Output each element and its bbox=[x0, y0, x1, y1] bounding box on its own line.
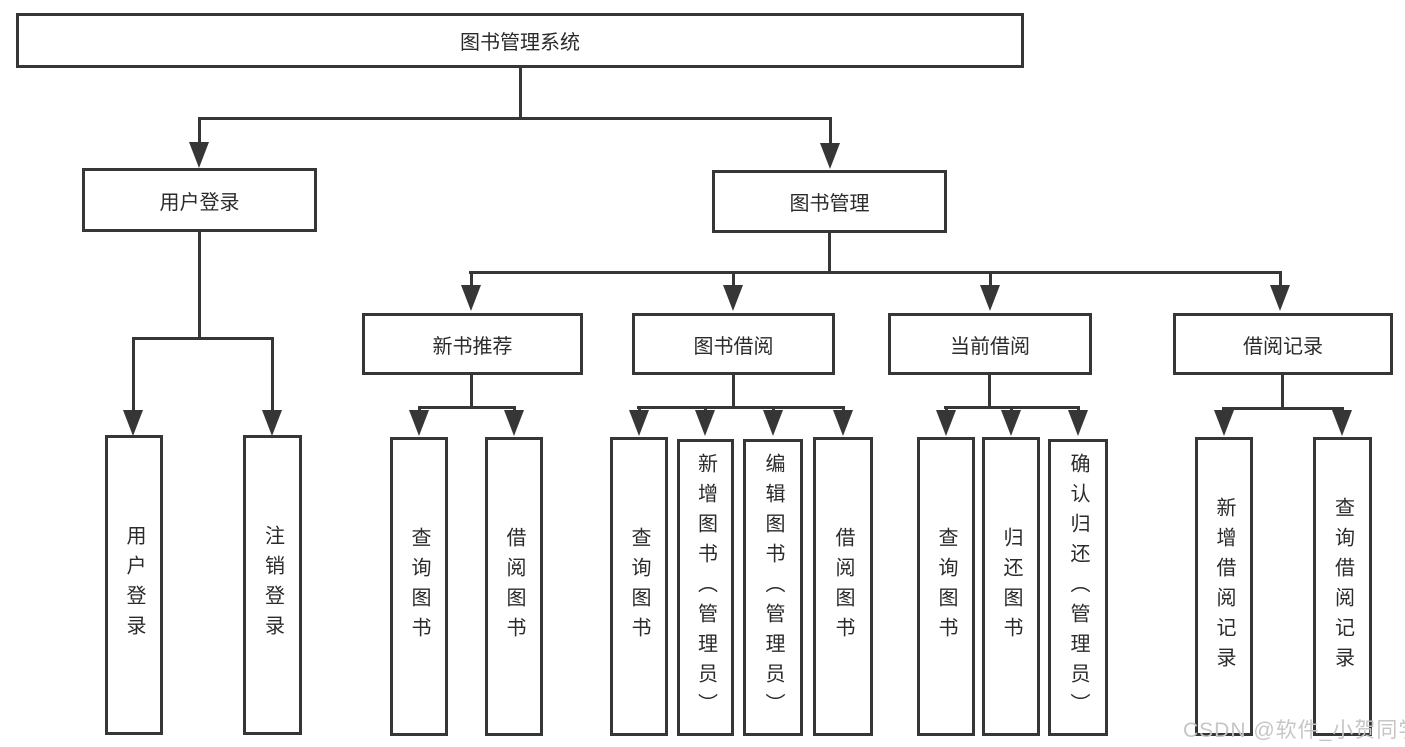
connector-arrow-down-book-borrowing bbox=[723, 271, 743, 311]
leaf-cb-confirm-return-admin: 确认归还（管理员） bbox=[1048, 439, 1108, 736]
node-book-borrowing-label: 图书借阅 bbox=[693, 335, 774, 358]
leaf-bb-borrow-book-label: 借阅图书 bbox=[832, 526, 854, 647]
leaf-cb-query-book: 查询图书 bbox=[917, 437, 975, 736]
node-current-borrowing: 当前借阅 bbox=[888, 313, 1092, 375]
leaf-br-add-record-label: 新增借阅记录 bbox=[1213, 496, 1235, 677]
connector-arrow-down-leaf-logout bbox=[262, 337, 282, 436]
leaf-cb-return-book-label: 归还图书 bbox=[1000, 526, 1022, 647]
connector-new-book-rail bbox=[418, 406, 516, 409]
connector-arrow-down-nb-query bbox=[409, 406, 429, 436]
connector-arrow-down-cb-return bbox=[1001, 406, 1021, 436]
node-current-borrowing-label: 当前借阅 bbox=[950, 335, 1030, 358]
connector-arrow-down-br-query bbox=[1332, 407, 1352, 436]
leaf-logout-login: 注销登录 bbox=[243, 435, 302, 735]
connector-arrow-down-bb-edit bbox=[763, 406, 783, 436]
node-book-management-label: 图书管理 bbox=[789, 193, 870, 215]
connector-borrowing-records-stem bbox=[1281, 375, 1284, 409]
node-borrowing-records-label: 借阅记录 bbox=[1243, 335, 1323, 358]
node-new-book-recommend: 新书推荐 bbox=[362, 313, 583, 375]
leaf-user-login: 用户登录 bbox=[105, 435, 163, 735]
node-root: 图书管理系统 bbox=[16, 13, 1024, 68]
connector-book-management-stem bbox=[828, 233, 831, 273]
node-user-login-label: 用户登录 bbox=[159, 191, 240, 214]
connector-new-book-stem bbox=[470, 375, 473, 408]
connector-arrow-down-book-management bbox=[820, 117, 840, 169]
connector-arrow-down-cb-query bbox=[936, 406, 956, 436]
leaf-br-query-record-label: 查询借阅记录 bbox=[1331, 496, 1354, 677]
leaf-bb-edit-book-admin: 编辑图书（管理员） bbox=[743, 439, 803, 736]
connector-arrow-down-borrowing-records bbox=[1270, 271, 1290, 311]
connector-level2-rail bbox=[198, 117, 832, 120]
leaf-bb-query-book-label: 查询图书 bbox=[628, 526, 650, 647]
leaf-user-login-label: 用户登录 bbox=[123, 525, 145, 645]
leaf-bb-query-book: 查询图书 bbox=[610, 437, 668, 736]
leaf-cb-query-book-label: 查询图书 bbox=[935, 526, 957, 647]
leaf-bb-add-book-admin: 新增图书（管理员） bbox=[677, 439, 734, 736]
node-book-borrowing: 图书借阅 bbox=[632, 313, 835, 375]
node-new-book-recommend-label: 新书推荐 bbox=[432, 335, 513, 358]
connector-root-stem bbox=[519, 68, 522, 118]
node-user-login: 用户登录 bbox=[82, 168, 317, 232]
connector-arrow-down-bb-borrow bbox=[833, 406, 853, 436]
leaf-bb-borrow-book: 借阅图书 bbox=[813, 437, 873, 736]
connector-user-login-stem bbox=[198, 232, 201, 338]
leaf-nb-borrow-book-label: 借阅图书 bbox=[503, 526, 525, 647]
node-borrowing-records: 借阅记录 bbox=[1173, 313, 1393, 375]
connector-arrow-down-current-borrowing bbox=[980, 271, 1000, 311]
node-root-label: 图书管理系统 bbox=[460, 32, 580, 54]
connector-book-borrowing-stem bbox=[732, 375, 735, 408]
connector-user-login-rail bbox=[132, 337, 274, 340]
connector-level3-rail bbox=[469, 271, 1282, 274]
leaf-nb-query-book: 查询图书 bbox=[390, 437, 448, 736]
leaf-nb-query-book-label: 查询图书 bbox=[408, 526, 430, 647]
leaf-bb-add-book-admin-label: 新增图书（管理员） bbox=[694, 452, 717, 723]
connector-arrow-down-nb-borrow bbox=[504, 406, 524, 436]
leaf-cb-return-book: 归还图书 bbox=[982, 437, 1040, 736]
leaf-cb-confirm-return-admin-label: 确认归还（管理员） bbox=[1067, 452, 1089, 723]
connector-borrowing-records-rail bbox=[1222, 407, 1343, 410]
leaf-br-add-record: 新增借阅记录 bbox=[1195, 437, 1253, 736]
connector-arrow-down-bb-add bbox=[695, 406, 715, 436]
connector-current-borrowing-stem bbox=[988, 375, 991, 408]
connector-book-borrowing-rail bbox=[637, 406, 845, 409]
connector-arrow-down-new-book bbox=[461, 271, 481, 311]
connector-arrow-down-cb-confirm bbox=[1068, 406, 1088, 436]
leaf-logout-login-label: 注销登录 bbox=[261, 525, 284, 645]
connector-arrow-down-leaf-user-login bbox=[123, 337, 143, 436]
leaf-br-query-record: 查询借阅记录 bbox=[1313, 437, 1372, 736]
node-book-management: 图书管理 bbox=[712, 170, 947, 233]
leaf-nb-borrow-book: 借阅图书 bbox=[485, 437, 543, 736]
leaf-bb-edit-book-admin-label: 编辑图书（管理员） bbox=[762, 452, 784, 723]
connector-arrow-down-bb-query bbox=[629, 406, 649, 436]
connector-arrow-down-br-add bbox=[1214, 407, 1234, 436]
connector-arrow-down-user-login bbox=[189, 117, 209, 168]
csdn-watermark: CSDN @软件_小贺同学 bbox=[1183, 719, 1405, 742]
